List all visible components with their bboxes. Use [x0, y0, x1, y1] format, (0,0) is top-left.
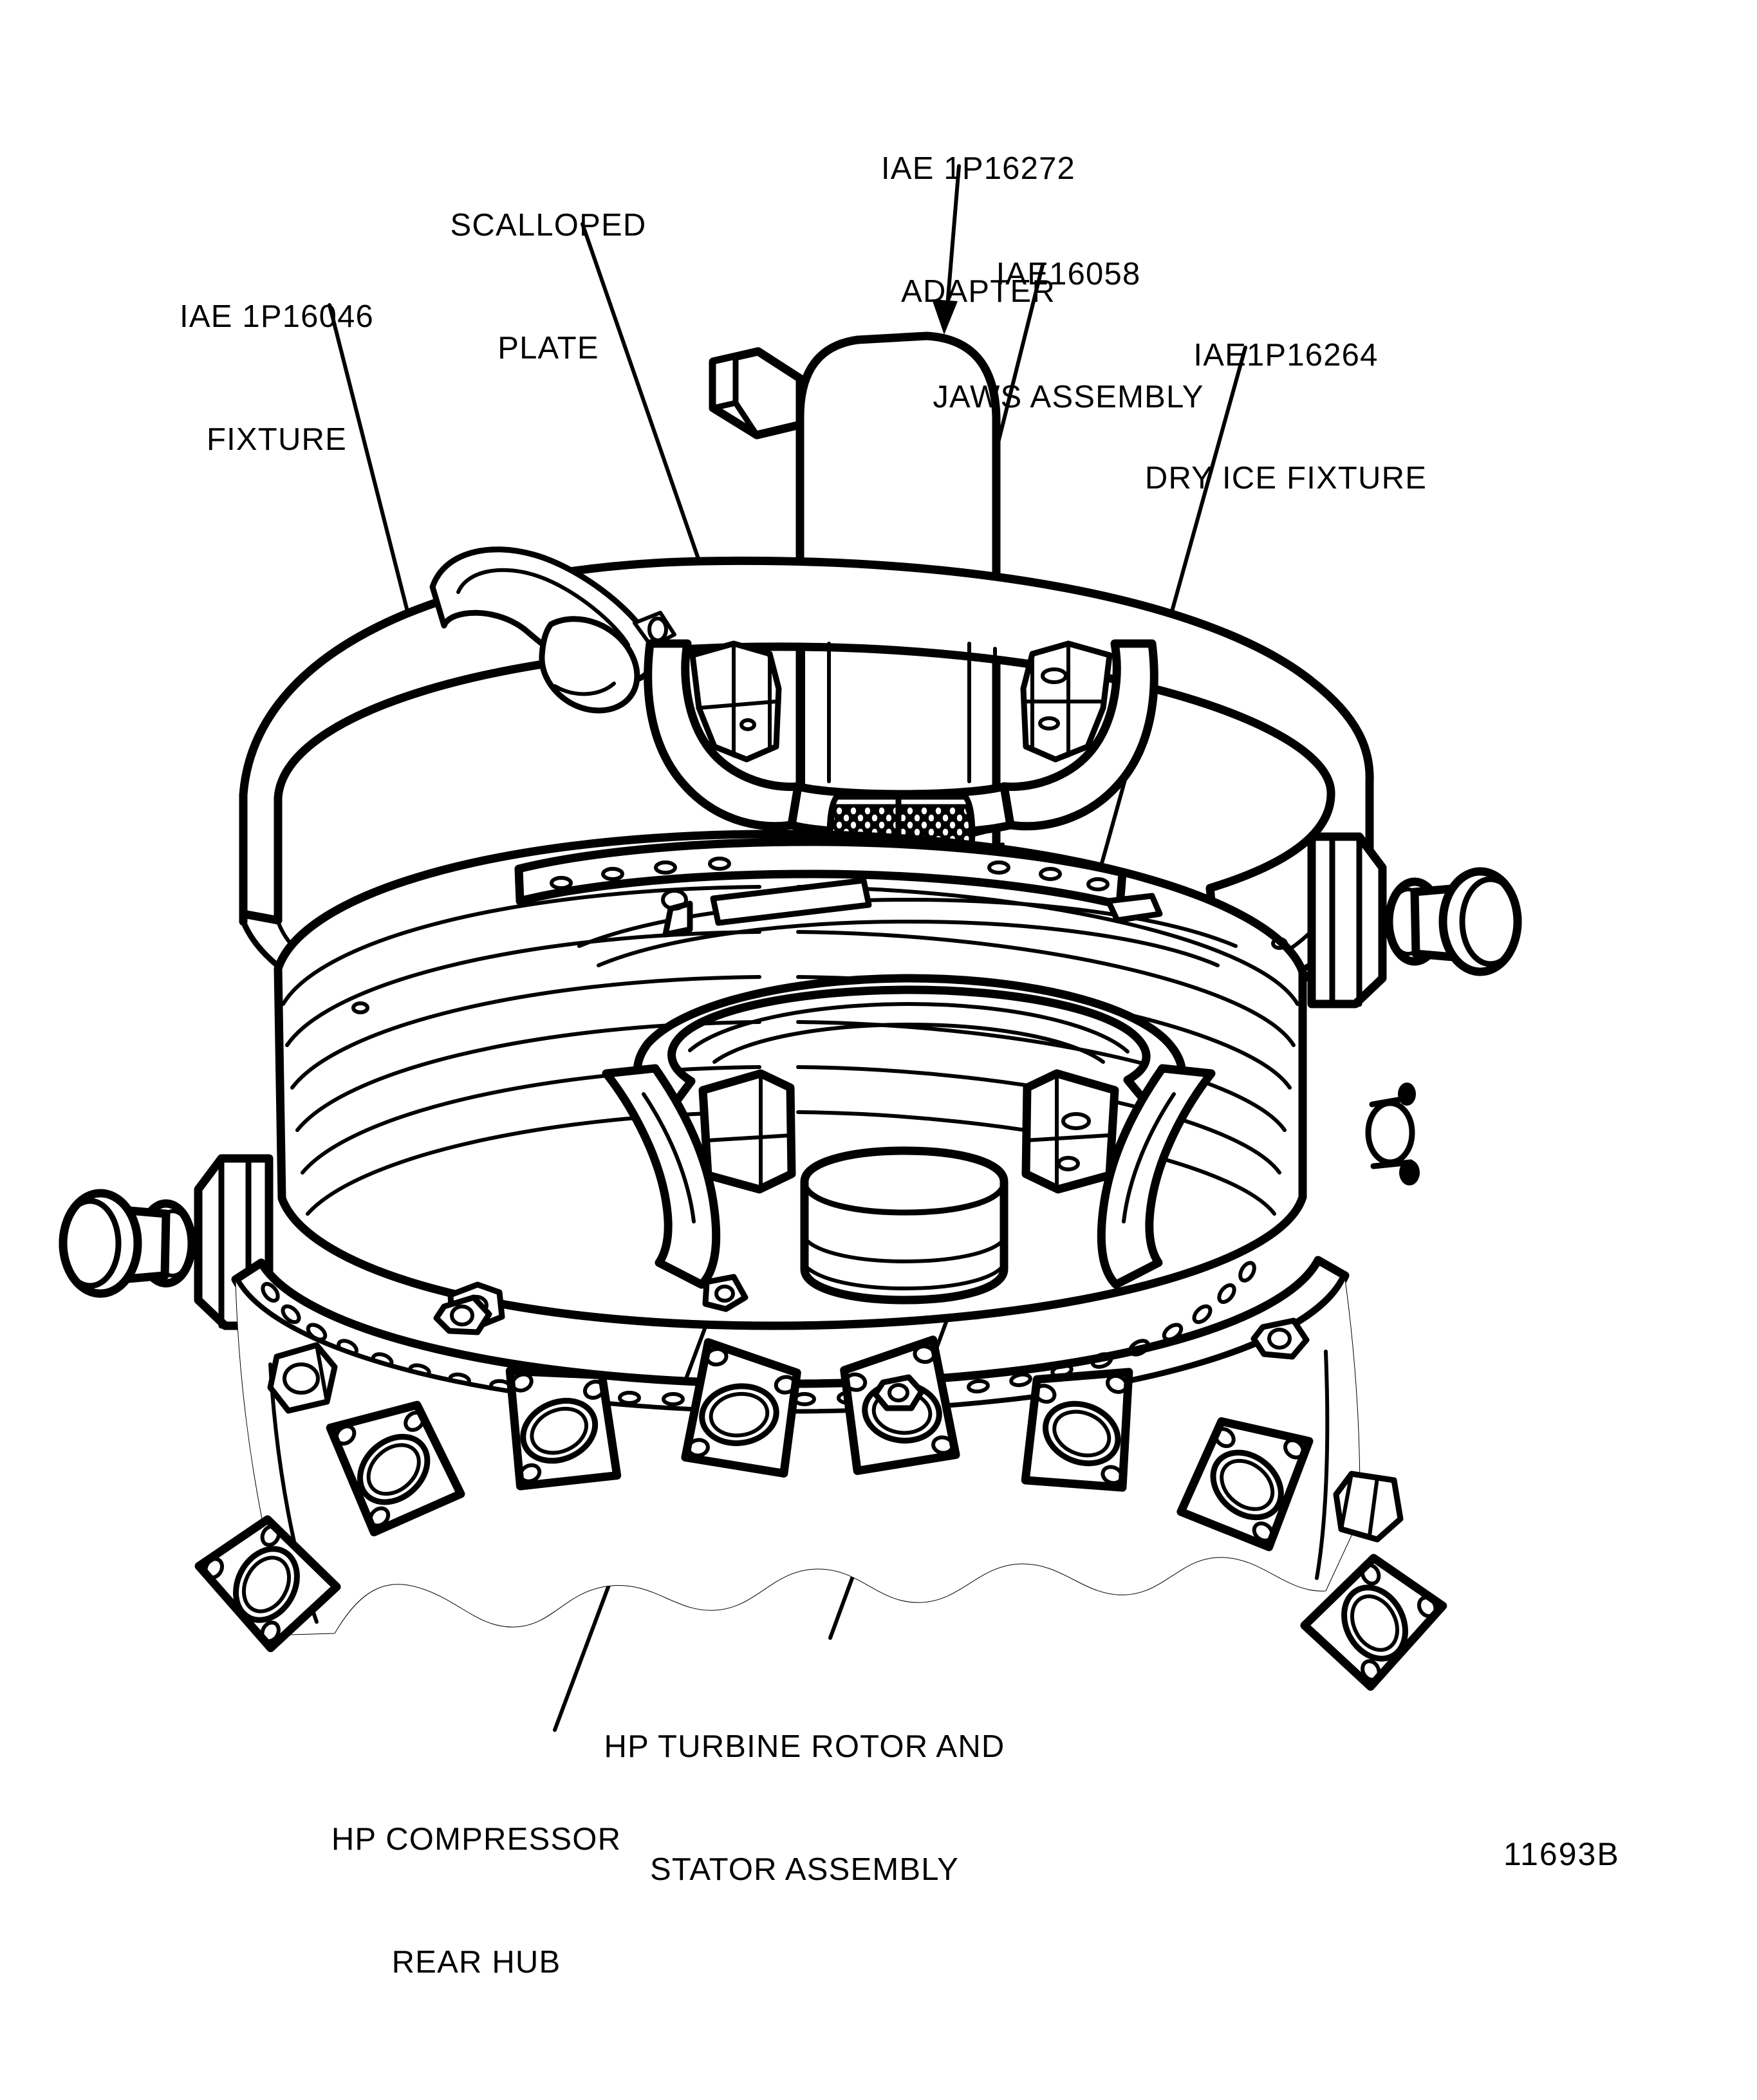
callout-fixture-line-1: IAE 1P16046	[180, 299, 374, 335]
callout-adapter-line-2: ADAPTER	[901, 274, 1055, 310]
stator-ring-inner	[577, 877, 1238, 967]
figure-number: 11693B	[1503, 1836, 1620, 1872]
rotor-hub-spigot	[800, 1146, 1009, 1305]
triangular-pads	[194, 1335, 1447, 1691]
callout-jaws-assembly: IAE16058 JAWS ASSEMBLY	[875, 172, 1261, 501]
callout-jaws-assembly-line-2: JAWS ASSEMBLY	[933, 380, 1204, 415]
callout-hp-turbine-line-1: HP TURBINE ROTOR AND	[604, 1729, 1005, 1765]
callout-adapter-line-1: IAE 1P16272	[881, 151, 1075, 187]
callout-hp-compressor-rear-hub: HP COMPRESSOR REAR HUB	[238, 1738, 714, 2066]
pad-boss-right	[1333, 1471, 1404, 1543]
callout-dry-ice-fixture: IAE1P16264 DRY ICE FIXTURE	[1086, 254, 1485, 582]
callout-fixture-line-2: FIXTURE	[206, 422, 347, 458]
callout-scalloped-plate: SCALLOPED PLATE	[387, 124, 709, 452]
callout-adapter: IAE 1P16272 ADAPTER	[804, 67, 1152, 395]
lifting-eye	[429, 546, 676, 714]
callout-dry-ice-fixture-line-2: DRY ICE FIXTURE	[1144, 461, 1427, 496]
callout-jaws-assembly-line-1: IAE16058	[996, 257, 1141, 292]
callout-scalloped-plate-line-2: PLATE	[497, 331, 599, 366]
adapter-side-lug	[709, 347, 804, 440]
pad-boss-left	[267, 1342, 338, 1414]
skirt-surface-details	[433, 1294, 1310, 1411]
callout-scalloped-plate-line-1: SCALLOPED	[450, 208, 647, 243]
callout-dry-ice-fixture-line-1: IAE1P16264	[1193, 338, 1379, 373]
callout-hp-turbine-rotor-and-stator-assembly: HP TURBINE ROTOR AND STATOR ASSEMBLY	[508, 1645, 1101, 1973]
callout-hp-compressor-line-2: REAR HUB	[391, 1945, 561, 1980]
casing-boss-right	[1365, 1083, 1420, 1185]
callout-hp-turbine-line-2: STATOR ASSEMBLY	[649, 1852, 959, 1888]
jaws-assembly	[602, 974, 1216, 1289]
callout-hp-compressor-line-1: HP COMPRESSOR	[331, 1822, 622, 1857]
clamp-knob-right	[1307, 832, 1522, 1008]
callout-fixture: IAE 1P16046 FIXTURE	[109, 215, 444, 543]
